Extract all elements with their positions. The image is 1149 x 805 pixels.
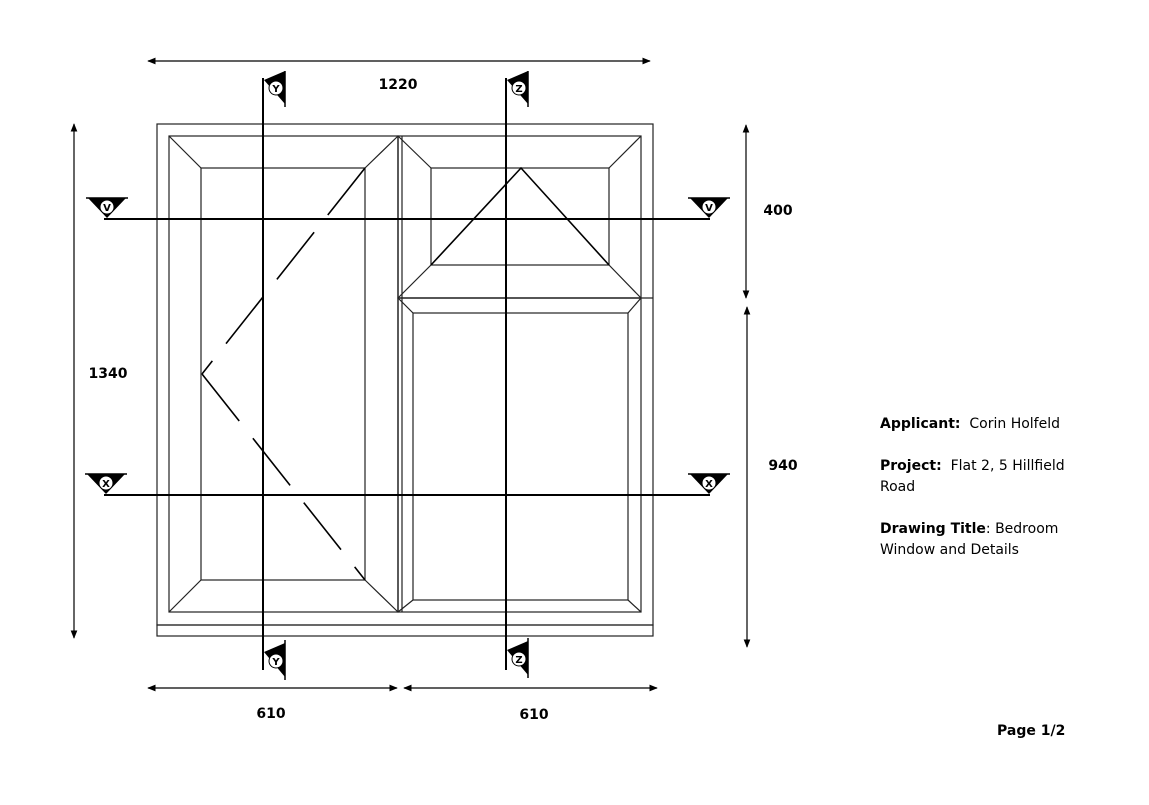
right-top-sash-glass xyxy=(430,167,610,266)
section-label-z-bottom: Z xyxy=(515,655,522,666)
section-label-y-top: Y xyxy=(271,84,280,95)
section-marker-v-left: V xyxy=(86,197,128,218)
title-block: Applicant: Corin Holfeld Project: Flat 2… xyxy=(880,414,1070,582)
section-label-y-bottom: Y xyxy=(271,657,280,668)
section-marker-z-top: Z xyxy=(507,71,529,107)
outer-frame xyxy=(156,123,654,626)
section-label-z-top: Z xyxy=(515,84,522,95)
section-marker-v-right: V xyxy=(688,197,730,218)
window-sill xyxy=(156,624,654,637)
dim-label-left-width: 610 xyxy=(256,706,285,722)
dim-label-top-light: 400 xyxy=(763,203,792,219)
side-hung-opening-indicator xyxy=(201,167,366,581)
section-marker-y-top: Y xyxy=(264,71,286,107)
project-label: Project: xyxy=(880,458,942,474)
top-hung-opening-indicator xyxy=(430,166,610,266)
section-marker-y-bottom: Y xyxy=(264,640,286,680)
section-lines xyxy=(104,78,710,670)
project-value: Flat 2, 5 Hillfield Road xyxy=(880,458,1065,495)
right-bottom-light-outer xyxy=(397,297,642,613)
window-frame xyxy=(156,123,654,637)
section-label-v-left: V xyxy=(103,203,111,214)
applicant-row: Applicant: Corin Holfeld xyxy=(880,414,1070,435)
section-label-x-right: X xyxy=(705,479,713,490)
left-sash-glass xyxy=(200,167,366,581)
drawing-title-colon: : xyxy=(985,521,991,537)
drawing-title-label: Drawing Title xyxy=(880,521,986,537)
dim-label-right-width: 610 xyxy=(519,707,548,723)
dim-label-overall-width: 1220 xyxy=(379,77,418,93)
dim-label-bottom-light: 940 xyxy=(768,458,797,474)
applicant-label: Applicant: xyxy=(880,416,961,432)
drawing-title-row: Drawing Title: Bedroom Window and Detail… xyxy=(880,519,1070,561)
section-marker-x-right: X xyxy=(688,473,730,494)
section-marker-x-left: X xyxy=(85,473,127,494)
section-marker-z-bottom: Z xyxy=(507,638,529,678)
section-markers: Y Y Z Z V xyxy=(85,71,730,680)
dim-label-overall-height: 1340 xyxy=(89,366,128,382)
drawing-title-value: Bedroom Window and Details xyxy=(880,521,1059,558)
section-label-x-left: X xyxy=(102,479,110,490)
right-top-sash-outer xyxy=(397,135,642,299)
right-bottom-light-glass xyxy=(412,312,629,601)
applicant-value: Corin Holfeld xyxy=(969,416,1061,432)
section-label-v-right: V xyxy=(705,203,713,214)
project-row: Project: Flat 2, 5 Hillfield Road xyxy=(880,456,1070,498)
left-sash-outer xyxy=(168,135,399,613)
dimension-lines xyxy=(70,57,751,692)
page-number: Page 1/2 xyxy=(997,723,1066,739)
